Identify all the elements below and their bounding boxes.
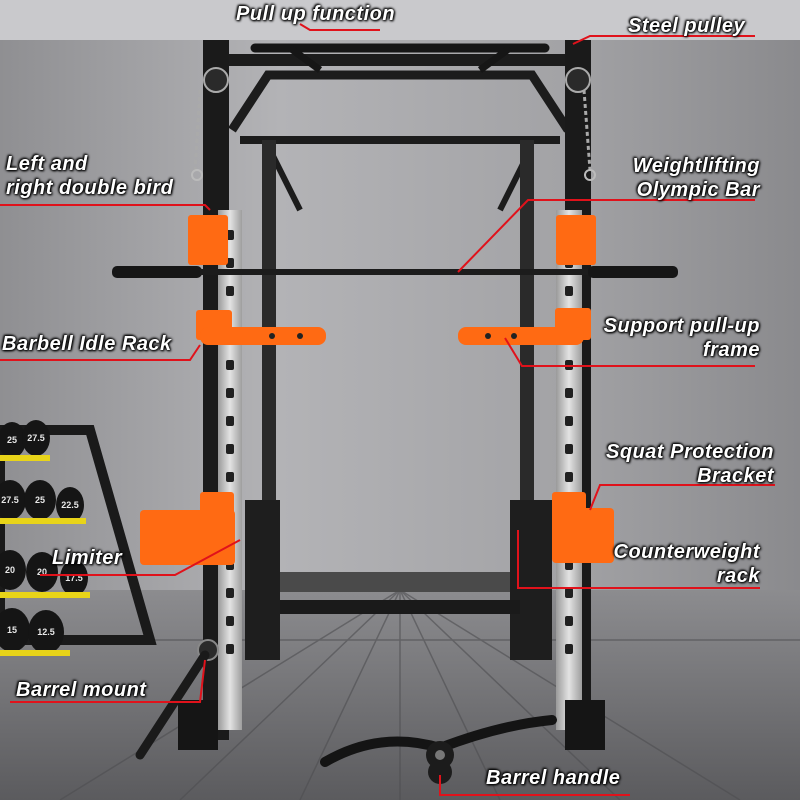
dumbbell-mark: 25: [35, 495, 45, 505]
label-steel-pulley: Steel pulley: [628, 15, 746, 37]
dumbbell-mark: 27.5: [1, 495, 19, 505]
label-line: Left and: [6, 153, 88, 175]
label-line: Counterweight: [613, 541, 760, 563]
label-line: right double bird: [6, 177, 174, 199]
foot-right: [565, 700, 605, 750]
dumbbell-mark: 15: [7, 625, 17, 635]
label-line: Weightlifting: [632, 155, 760, 177]
label-line: Support pull-up: [603, 315, 760, 337]
dumbbell-mark: 22.5: [61, 500, 79, 510]
dumbbell-mark: 12.5: [37, 627, 55, 637]
dumbbell-mark: 20: [5, 565, 15, 575]
upright-left: [218, 210, 242, 730]
leader-lines: [0, 23, 775, 796]
label-barbell-idle-rack: Barbell Idle Rack: [2, 333, 172, 355]
label-weightlifting-olympic-bar: Weightlifting Olympic Bar: [633, 154, 760, 202]
floor-rubber-mat: [270, 572, 530, 592]
wall: [0, 0, 800, 600]
barbell-idle-rack: [196, 310, 326, 345]
label-line: rack: [716, 565, 760, 587]
label-line: Olympic Bar: [636, 179, 760, 201]
label-pull-up-function: Pull up function: [236, 3, 396, 25]
label-barrel-mount: Barrel mount: [16, 679, 147, 701]
rear-upright-right: [520, 140, 534, 600]
support-pull-up-arm: [458, 308, 591, 345]
rear-upright-left: [262, 140, 276, 600]
safety-arms: [140, 492, 614, 565]
label-limiter: Limiter: [52, 547, 123, 569]
pull-up-bar: [250, 43, 550, 73]
foot-left: [178, 700, 218, 750]
label-counterweight-rack: Counterweight rack: [614, 540, 761, 588]
counterweight-stack-left: [245, 500, 280, 660]
barrel-handle: [320, 715, 557, 784]
olympic-bar: [112, 266, 678, 278]
label-left-right-double-bird: Left and right double bird: [6, 152, 173, 200]
dumbbell-mark: 17.5: [65, 573, 83, 583]
pulley-right: [565, 67, 596, 181]
dumbbell-mark: 25: [7, 435, 17, 445]
j-hooks: [188, 215, 596, 265]
counterweight-stack-right: [510, 500, 552, 660]
label-line: Squat Protection: [605, 441, 774, 463]
pulley-left: [191, 67, 229, 181]
label-support-pull-up-frame: Support pull-up frame: [604, 314, 760, 362]
ceiling-strip: [0, 0, 800, 40]
dumbbell-rack: 25 27.5 27.5 25 22.5 20 20 17.5 15 12.5: [0, 420, 157, 656]
label-squat-protection-bracket: Squat Protection Bracket: [606, 440, 774, 488]
label-barrel-handle: Barrel handle: [486, 767, 621, 789]
bottom-crossbar: [280, 600, 520, 614]
barrel-mount: [135, 639, 219, 760]
label-line: Bracket: [697, 465, 774, 487]
dumbbell-mark: 27.5: [27, 433, 45, 443]
upright-right: [556, 210, 582, 730]
label-line: frame: [703, 339, 760, 361]
dumbbell-mark: 20: [37, 567, 47, 577]
